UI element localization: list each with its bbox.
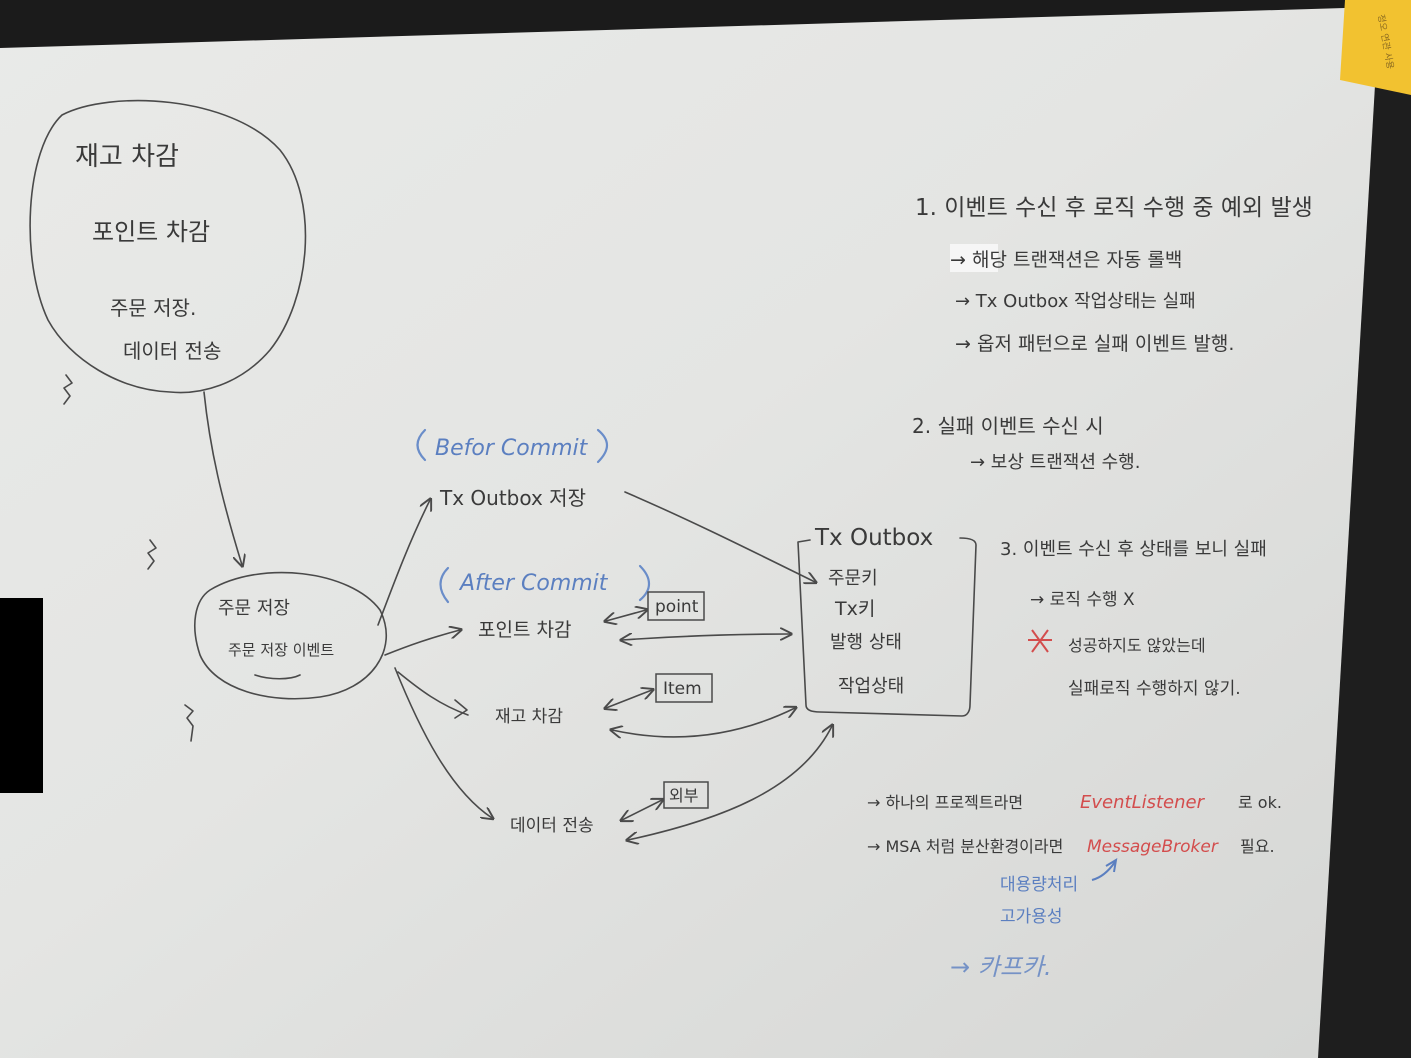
tag-item: Item (663, 679, 702, 699)
blue-arrowhead (1105, 858, 1118, 873)
order-node-line-1: 주문 저장 (218, 598, 290, 619)
note-2-item-1: → 보상 트랜잭션 수행. (970, 452, 1140, 473)
bottom-line-1-prefix: → 하나의 프로젝트라면 (867, 793, 1023, 812)
note-3-item-2: 성공하지도 않았는데 (1068, 636, 1206, 655)
note-1-item-3: → 옵저 패턴으로 실패 이벤트 발행. (955, 333, 1234, 355)
tag-point: point (655, 597, 699, 617)
outbox-field-3: 발행 상태 (830, 632, 902, 653)
note-2-title: 2. 실패 이벤트 수신 시 (912, 414, 1104, 438)
after-action-data: 데이터 전송 (510, 816, 594, 836)
squiggle-mark-3 (184, 704, 194, 742)
note-1-item-1: → 해당 트랜잭션은 자동 롤백 (950, 249, 1182, 271)
outbox-field-1: 주문키 (828, 568, 878, 589)
bottom-line-2-prefix: → MSA 처럼 분산환경이라면 (867, 837, 1063, 856)
note-3-item-3: 실패로직 수행하지 않기. (1068, 679, 1241, 699)
bubble-line-1: 재고 차감 (75, 142, 179, 172)
before-commit-action: Tx Outbox 저장 (439, 486, 586, 510)
arrow-point-tag (606, 610, 646, 621)
note-3-item-1: → 로직 수행 X (1030, 590, 1135, 610)
after-bracket-right (638, 564, 651, 602)
arrow-bubble-to-order (203, 391, 242, 565)
bottom-line-2-suffix: 필요. (1240, 837, 1275, 856)
after-bracket-left (439, 566, 450, 604)
before-commit-label: Befor Commit (435, 436, 589, 461)
arrow-data-outbox (628, 726, 832, 840)
bottom-line-2-highlight: MessageBroker (1087, 837, 1219, 857)
bubble-line-4: 데이터 전송 (123, 339, 221, 363)
blue-note-1: 대용량처리 (1000, 875, 1078, 895)
after-action-point: 포인트 차감 (478, 619, 571, 641)
red-star-icon (1028, 629, 1052, 653)
order-node-line-2: 주문 저장 이벤트 (228, 641, 334, 659)
blue-note-3: → 카프카. (950, 953, 1052, 981)
bottom-line-1-suffix: 로 ok. (1238, 793, 1282, 812)
after-action-item: 재고 차감 (495, 707, 563, 727)
blue-note-2: 고가용성 (1000, 907, 1063, 927)
note-highlight (950, 244, 998, 272)
arrow-order-to-item (397, 671, 469, 716)
outbox-field-4: 작업상태 (838, 676, 904, 697)
outbox-title: Tx Outbox (814, 525, 933, 551)
arrow-item-tag (606, 690, 652, 708)
arrowhead-item (454, 699, 468, 719)
before-bracket-left (416, 428, 427, 462)
bubble-line-2: 포인트 차감 (92, 218, 210, 246)
blue-arrow (1091, 861, 1116, 881)
left-bubble-outline (29, 99, 307, 394)
arrow-before-to-outbox (624, 491, 815, 582)
right-frame (1318, 0, 1411, 1058)
underline-mark (254, 674, 301, 680)
outbox-box (797, 537, 977, 717)
bubble-line-3: 주문 저장. (110, 296, 196, 320)
top-frame (0, 0, 1411, 48)
squiggle-mark-2 (147, 539, 157, 570)
arrow-order-to-before (377, 500, 430, 626)
bottom-line-1-highlight: EventListener (1080, 792, 1206, 813)
order-node-outline (194, 571, 388, 700)
redaction-block (0, 598, 43, 793)
arrow-point-outbox (622, 634, 790, 640)
note-3-title: 3. 이벤트 수신 후 상태를 보니 실패 (1000, 539, 1267, 560)
tag-external: 외부 (669, 786, 698, 805)
arrow-order-to-data (394, 667, 492, 818)
after-commit-label: After Commit (458, 571, 609, 596)
arrow-order-to-point (384, 630, 460, 656)
outbox-field-2: Tx키 (834, 598, 875, 620)
note-1-title: 1. 이벤트 수신 후 로직 수행 중 예외 발생 (915, 195, 1313, 221)
squiggle-mark (63, 374, 73, 405)
before-bracket-right (596, 428, 609, 464)
note-1-item-2: → Tx Outbox 작업상태는 실패 (955, 291, 1196, 312)
sticky-note (1340, 0, 1411, 95)
